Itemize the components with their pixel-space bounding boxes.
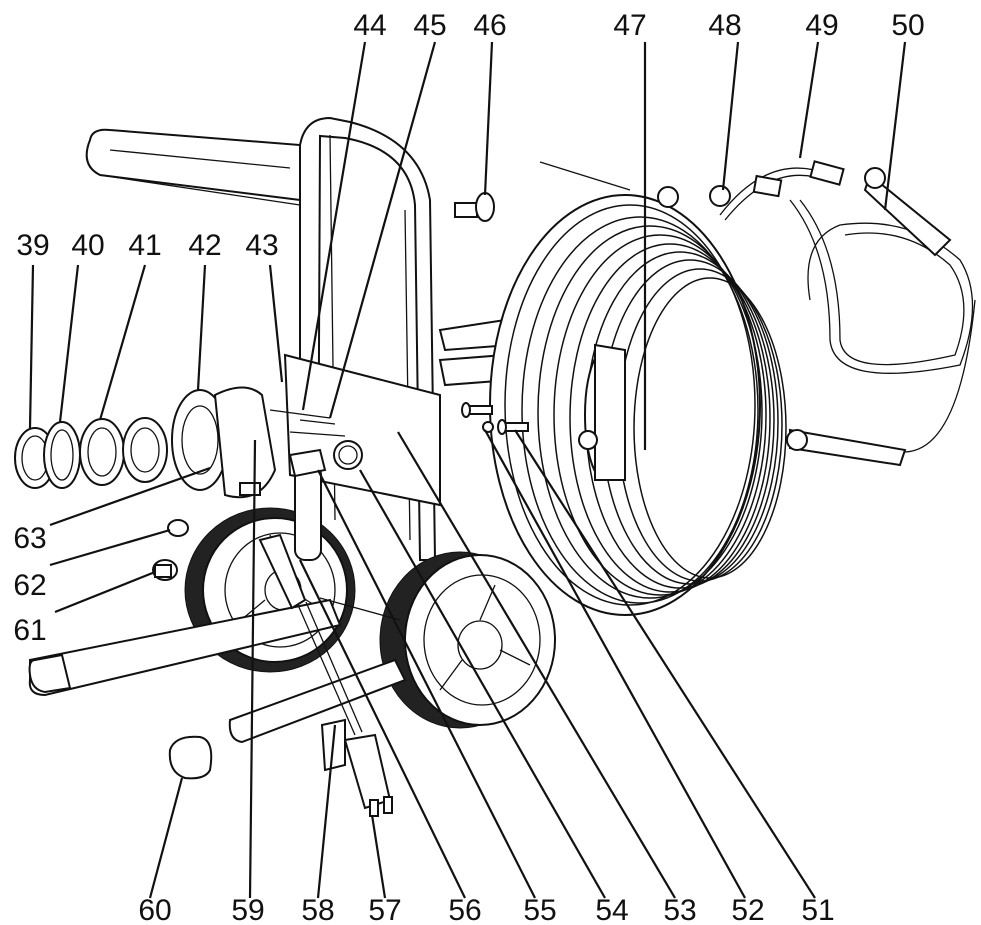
label-48: 48: [708, 9, 741, 42]
label-57: 57: [368, 894, 401, 925]
label-46: 46: [473, 9, 506, 42]
label-63: 63: [13, 522, 46, 555]
label-53: 53: [663, 894, 696, 925]
label-59: 59: [231, 894, 264, 925]
axle-legs: [28, 597, 407, 744]
label-50: 50: [891, 9, 924, 42]
label-52: 52: [731, 894, 764, 925]
hose-reel: [438, 161, 787, 616]
label-43: 43: [245, 229, 278, 262]
leader-lines: [28, 41, 907, 899]
label-54: 54: [595, 894, 628, 925]
reel-nut: [657, 186, 679, 208]
plate-hole: [333, 440, 363, 470]
right-wheel: [379, 551, 556, 729]
label-44: 44: [353, 9, 386, 42]
fitting-46: [454, 192, 495, 222]
bolts: [461, 402, 529, 435]
part-labels: 39 40 41 42 43 44 45 46 47 48 49 50 51 5…: [13, 9, 924, 925]
label-56: 56: [448, 894, 481, 925]
label-58: 58: [301, 894, 334, 925]
label-51: 51: [801, 894, 834, 925]
label-55: 55: [523, 894, 556, 925]
small-parts: [152, 519, 213, 780]
motor-cable: [258, 448, 393, 817]
label-61: 61: [13, 614, 46, 647]
label-42: 42: [188, 229, 221, 262]
label-47: 47: [613, 9, 646, 42]
coupling-rings: [14, 386, 277, 499]
label-40: 40: [71, 229, 104, 262]
label-49: 49: [805, 9, 838, 42]
label-39: 39: [16, 229, 49, 262]
label-41: 41: [128, 229, 161, 262]
label-62: 62: [13, 569, 46, 602]
label-45: 45: [413, 9, 446, 42]
label-60: 60: [138, 894, 171, 925]
